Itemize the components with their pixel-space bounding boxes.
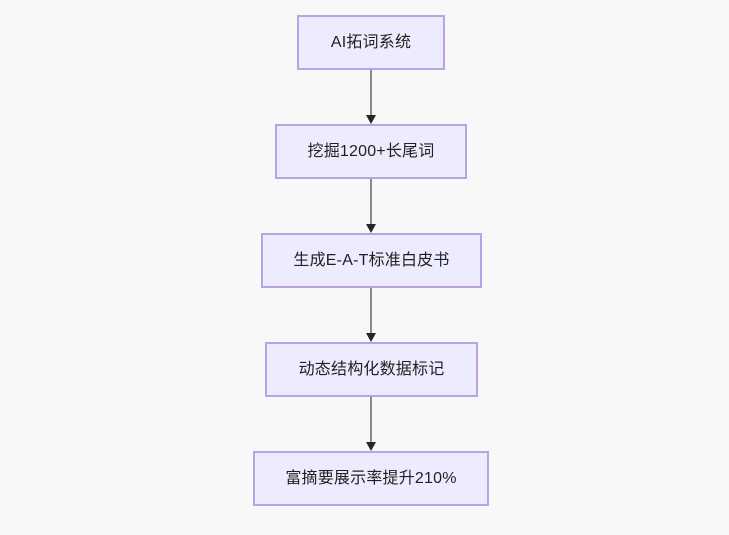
- flowchart-node-label: 生成E-A-T标准白皮书: [293, 251, 450, 269]
- flowchart-node-label: 富摘要展示率提升210%: [285, 469, 457, 487]
- flowchart-node-label: AI拓词系统: [330, 33, 412, 51]
- edge-arrowhead-icon: [366, 442, 376, 451]
- edge-arrowhead-icon: [366, 115, 376, 124]
- edge-arrowhead-icon: [366, 224, 376, 233]
- flowchart-node-n3[interactable]: 生成E-A-T标准白皮书: [261, 233, 482, 288]
- flowchart-node-n1[interactable]: AI拓词系统: [297, 15, 445, 70]
- edge-arrowhead-icon: [366, 333, 376, 342]
- flowchart-node-n2[interactable]: 挖掘1200+长尾词: [275, 124, 467, 179]
- edge-n4-to-n5: [366, 397, 376, 451]
- flowchart-node-n4[interactable]: 动态结构化数据标记: [265, 342, 478, 397]
- flowchart-node-label: 挖掘1200+长尾词: [307, 142, 435, 160]
- edge-n2-to-n3: [366, 179, 376, 233]
- edge-n1-to-n2: [366, 70, 376, 124]
- flowchart-node-label: 动态结构化数据标记: [298, 360, 445, 378]
- edge-n3-to-n4: [366, 288, 376, 342]
- flowchart-node-n5[interactable]: 富摘要展示率提升210%: [253, 451, 489, 506]
